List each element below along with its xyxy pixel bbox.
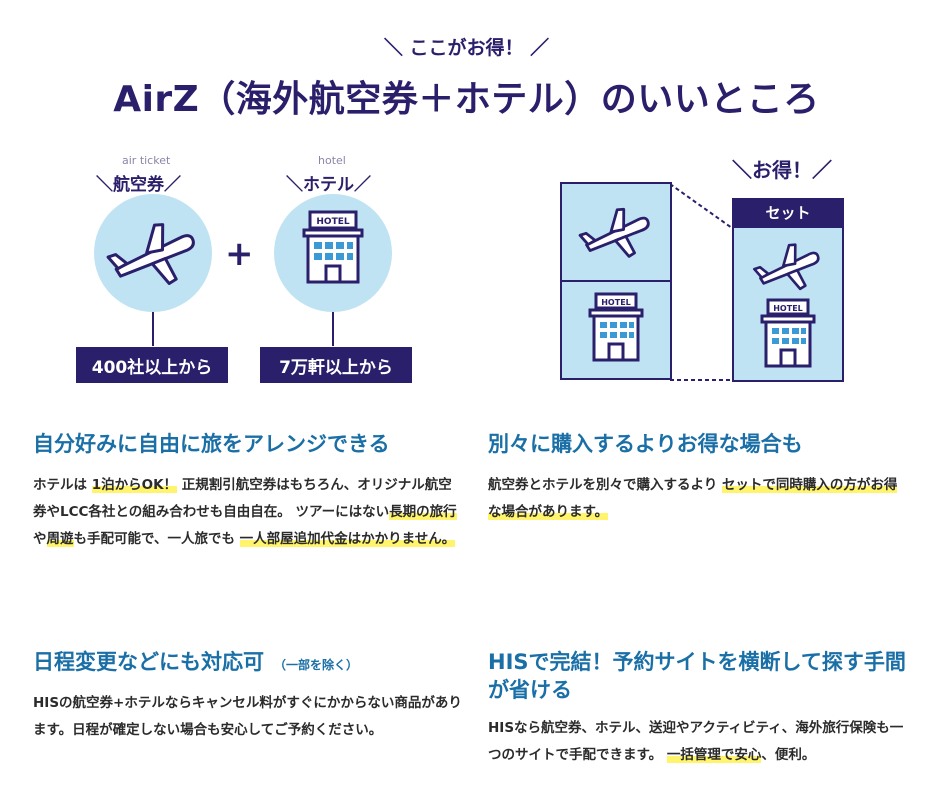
body-text: 正規割引航空券はもちろん、オリジナル航空券やLCC各社との組み合わせも自由自在。…	[33, 477, 452, 521]
hotel-stem	[332, 312, 334, 346]
hotel-count-badge: 7万軒以上から	[260, 347, 412, 383]
highlighted-text: 周遊	[46, 531, 74, 548]
feature-body: HISなら航空券、ホテル、送迎やアクティビティ、海外旅行保険も一つのサイトで手配…	[488, 715, 908, 769]
air-ticket-en-label: air ticket	[122, 154, 171, 167]
hotel-building-icon: HOTEL	[302, 210, 364, 284]
hotel-en-label: hotel	[318, 154, 346, 167]
highlighted-text: 一括管理で安心	[666, 746, 762, 763]
hotel-circle: HOTEL	[274, 194, 392, 312]
feature-title: 別々に購入するよりお得な場合も	[488, 432, 803, 456]
feature-one-stop: HISで完結！予約サイトを横断して探す手間が省ける HISなら航空券、ホテル、送…	[488, 648, 908, 769]
airplane-icon	[106, 223, 195, 285]
feature-title-note: （一部を除く）	[274, 658, 359, 672]
body-text: 航空券とホテルを別々で購入するより	[488, 477, 722, 494]
comparison-dotted-lines	[670, 183, 733, 381]
feature-title: 日程変更などにも対応可 （一部を除く）	[33, 648, 463, 676]
feature-body: ホテルは 1泊からOK！ 正規割引航空券はもちろん、オリジナル航空券やLCC各社…	[33, 472, 463, 553]
feature-arrange: 自分好みに自由に旅をアレンジできる ホテルは 1泊からOK！ 正規割引航空券はも…	[33, 430, 463, 553]
set-box: HOTEL	[732, 226, 844, 382]
hotel-building-icon: HOTEL	[588, 292, 644, 362]
body-text: HISなら航空券、ホテル、送迎やアクティビティ、海外旅行保険も一つのサイトで手配…	[488, 719, 904, 763]
hotel-sign-text: HOTEL	[773, 304, 803, 313]
airplane-icon	[578, 207, 650, 258]
set-header: セット	[732, 198, 844, 226]
hotel-label: ＼ホテル／	[286, 175, 371, 195]
section-kicker: ＼ ここがお得！ ／	[383, 37, 550, 59]
body-text: HISの航空券+ホテルならキャンセル料がすぐにかからない商品があります。日程が確…	[33, 695, 462, 739]
body-text: も手配可能で、一人旅でも	[73, 531, 240, 548]
body-text: や	[33, 531, 47, 548]
feature-body: 航空券とホテルを別々で購入するより セットで同時購入の方がお得な場合があります。	[488, 472, 908, 526]
page-title: AirZ（海外航空券＋ホテル）のいいところ	[113, 79, 820, 120]
body-text: ホテルは	[33, 477, 92, 494]
set-discount-illustration: HOTEL ＼お得！／ セット HOTEL	[560, 150, 860, 390]
feature-title-text: 日程変更などにも対応可	[33, 650, 264, 674]
feature-body: HISの航空券+ホテルならキャンセル料がすぐにかからない商品があります。日程が確…	[33, 690, 463, 744]
feature-schedule-change: 日程変更などにも対応可 （一部を除く） HISの航空券+ホテルならキャンセル料がす…	[33, 648, 463, 744]
highlighted-text: 一人部屋追加代金はかかりません。	[239, 531, 456, 548]
highlighted-text: 1泊からOK！	[91, 477, 178, 494]
separate-air-box	[560, 182, 672, 282]
feature-title: 自分好みに自由に旅をアレンジできる	[33, 432, 390, 456]
feature-set-discount: 別々に購入するよりお得な場合も 航空券とホテルを別々で購入するより セットで同時…	[488, 430, 908, 526]
hotel-sign-text: HOTEL	[316, 217, 349, 227]
air-plus-hotel-illustration: air ticket ＼航空券／ hotel ＼ホテル／ + HOTEL	[70, 150, 430, 390]
body-text: 、便利。	[761, 746, 816, 763]
hotel-building-icon: HOTEL	[760, 298, 816, 368]
highlighted-text: 長期の旅行	[389, 504, 457, 521]
airplane-icon	[752, 243, 820, 291]
hotel-sign-text: HOTEL	[601, 298, 631, 307]
separate-hotel-box: HOTEL	[560, 280, 672, 380]
airplane-circle	[94, 194, 212, 312]
feature-title: HISで完結！予約サイトを横断して探す手間が省ける	[488, 650, 906, 703]
air-ticket-label: ＼航空券／	[96, 175, 181, 195]
plus-sign: +	[225, 234, 254, 274]
air-stem	[152, 312, 154, 346]
air-count-badge: 400社以上から	[76, 347, 228, 383]
otoku-label: ＼お得！／	[732, 158, 832, 182]
